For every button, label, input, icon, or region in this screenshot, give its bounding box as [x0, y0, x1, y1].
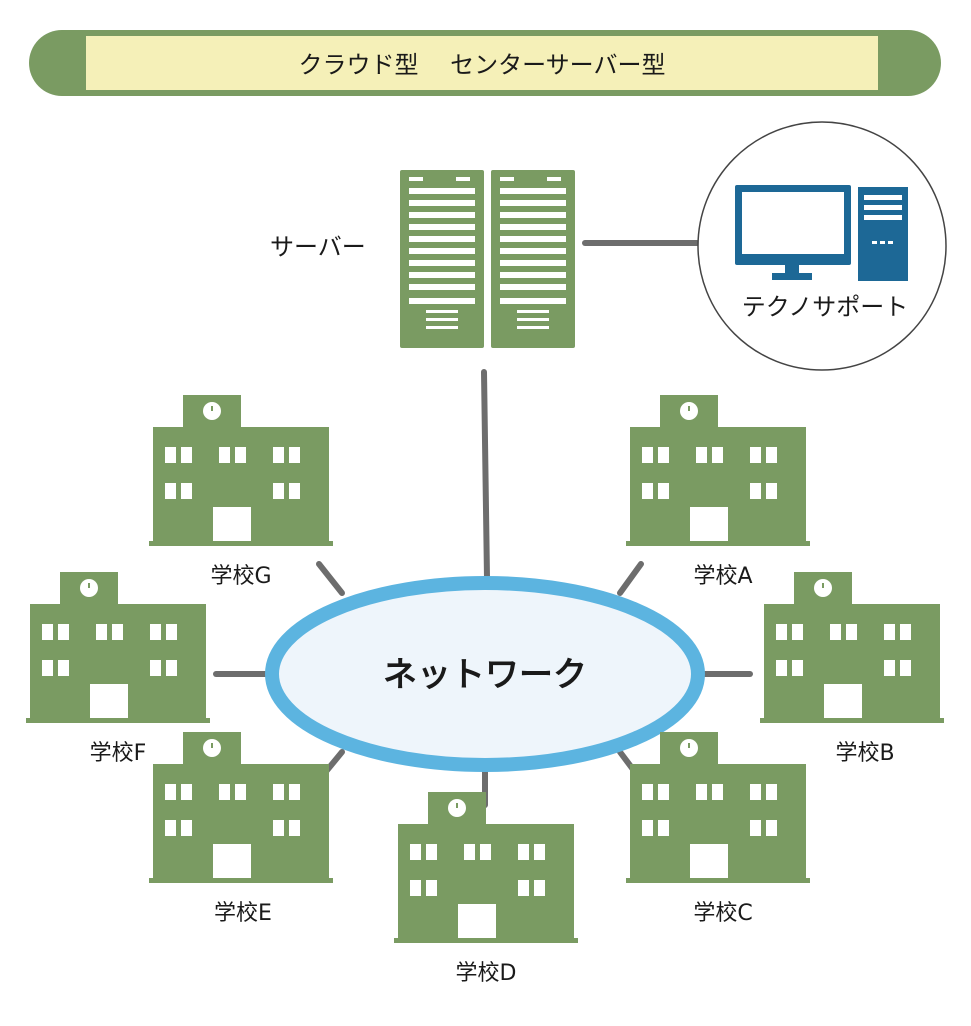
- support-label: テクノサポート: [742, 293, 909, 321]
- school-d: 学校D: [393, 791, 579, 986]
- school-label: 学校A: [693, 564, 752, 589]
- connector-server-network: [481, 369, 490, 581]
- school-label: 学校E: [214, 901, 272, 926]
- network-ellipse: [265, 576, 705, 772]
- banner-title: クラウド型 センターサーバー型: [299, 51, 666, 79]
- school-label: 学校C: [693, 901, 752, 926]
- school-building-icon: [393, 791, 579, 944]
- school-g: 学校G: [148, 394, 334, 589]
- school-a: 学校A: [625, 394, 811, 589]
- school-e: 学校E: [148, 731, 334, 926]
- server-label: サーバー: [270, 233, 366, 261]
- school-building-icon: [148, 394, 334, 547]
- school-building-icon: [148, 731, 334, 884]
- school-building-icon: [625, 394, 811, 547]
- connector-school-g: [316, 561, 345, 596]
- school-building-icon: [759, 571, 945, 724]
- desktop-computer-icon: [735, 185, 908, 281]
- school-label: 学校B: [835, 741, 894, 766]
- school-label: 学校F: [90, 741, 147, 766]
- banner-inner: [86, 36, 878, 90]
- banner: クラウド型 センターサーバー型: [29, 30, 941, 96]
- network-node: ネットワーク: [265, 576, 705, 772]
- school-building-icon: [25, 571, 211, 724]
- school-label: 学校G: [210, 564, 271, 589]
- server-rack-icon: [400, 170, 575, 348]
- network-label: ネットワーク: [383, 655, 587, 695]
- school-building-icon: [625, 731, 811, 884]
- support-node: テクノサポート: [697, 121, 947, 371]
- school-c: 学校C: [625, 731, 811, 926]
- school-f: 学校F: [25, 571, 211, 766]
- school-label: 学校D: [456, 961, 517, 986]
- school-b: 学校B: [759, 571, 945, 766]
- connector-school-a: [617, 561, 644, 596]
